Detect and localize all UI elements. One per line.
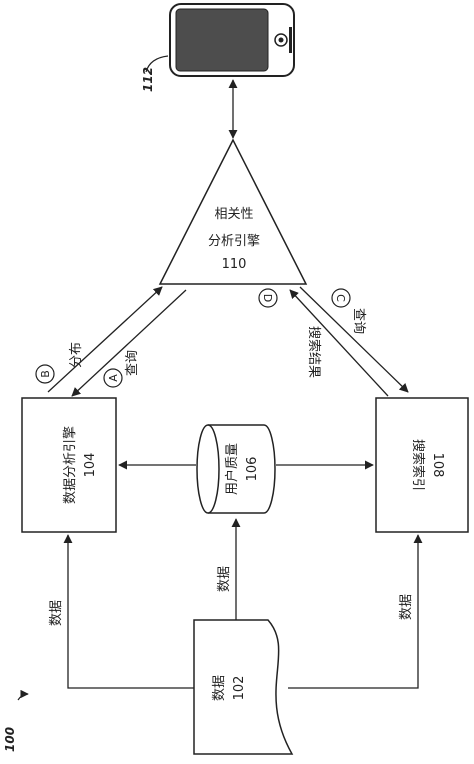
engine-line2: 分析引擎 [208, 234, 260, 249]
data-analysis-engine: 数据分析引擎 104 [21, 397, 117, 533]
figure-ref-label: 100 [3, 727, 17, 752]
query-label-right: 查询 [351, 308, 366, 334]
data-to-index-arrow [288, 534, 423, 689]
marker-a: A [103, 368, 123, 388]
query-arrow [71, 289, 187, 397]
marker-d-label: D [261, 294, 274, 302]
relevance-engine: 相关性 分析引擎 110 [158, 138, 308, 285]
data-number: 102 [232, 676, 247, 701]
marker-b: B [35, 364, 55, 384]
index-label: 搜索索引 [410, 439, 425, 491]
engine-number: 110 [222, 257, 247, 272]
distribution-arrow [47, 286, 163, 393]
marker-c-label: C [334, 294, 347, 302]
data-label: 数据 [212, 675, 227, 701]
phone-device-icon [169, 3, 295, 77]
engine-line1: 相关性 [214, 207, 253, 222]
results-arrow [289, 289, 389, 397]
phone-ref: 112 [141, 55, 169, 92]
analysis-label: 数据分析引擎 [63, 426, 78, 504]
quality-label: 用户质量 [224, 443, 240, 495]
query-arrow-right [299, 286, 409, 393]
marker-b-label: B [39, 370, 52, 378]
data-right-label: 数据 [399, 594, 414, 620]
figure-ref: 100 [3, 689, 29, 752]
marker-d: D [258, 288, 278, 308]
query-label-left: 查询 [125, 350, 140, 376]
distribution-label: 分布 [69, 342, 84, 368]
search-index: 搜索索引 108 [375, 397, 469, 533]
marker-a-label: A [107, 374, 120, 382]
marker-c: C [331, 288, 351, 308]
data-left-label: 数据 [49, 600, 64, 626]
data-mid-label: 数据 [217, 566, 232, 592]
data-source: 数据 102 [193, 619, 294, 755]
phone-ref-label: 112 [141, 67, 155, 92]
data-to-analysis-arrow [63, 534, 194, 689]
index-number: 108 [430, 453, 445, 478]
user-quality-store: 用户质量 106 [196, 424, 276, 514]
results-label: 搜索结果 [306, 326, 321, 378]
quality-number: 106 [245, 457, 260, 482]
analysis-number: 104 [83, 453, 98, 478]
